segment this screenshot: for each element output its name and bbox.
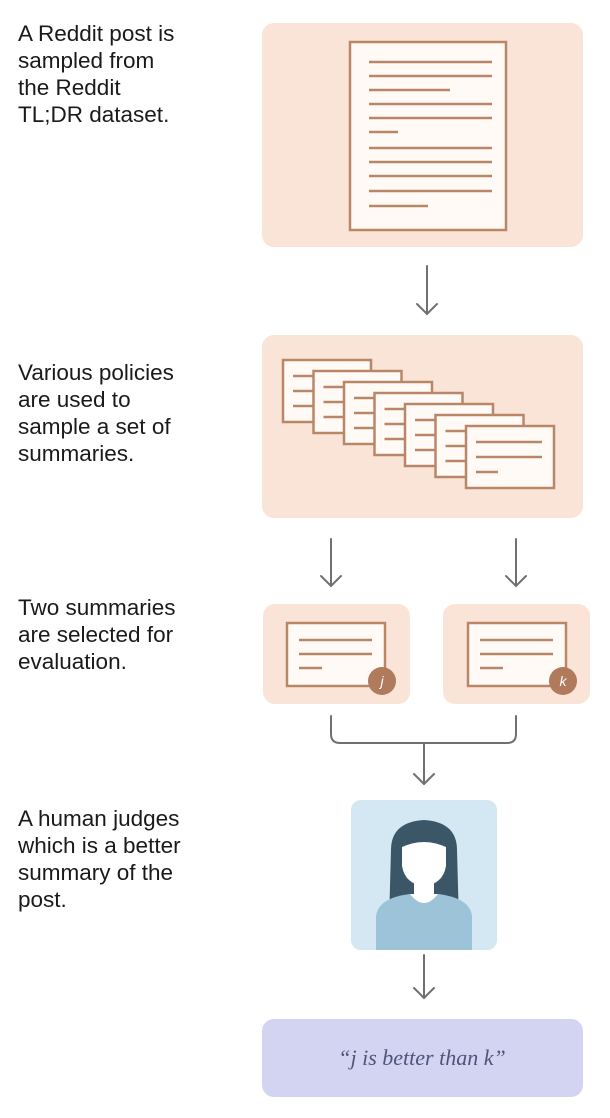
verdict-text: “j is better than k”: [338, 1045, 505, 1070]
human-judge-icon: [376, 820, 472, 950]
merge-bracket-icon: [330, 715, 517, 785]
verdict-panel: [262, 1019, 583, 1097]
badge-k: [549, 667, 577, 695]
step-3-label: Two summaries are selected for evaluatio…: [18, 595, 176, 674]
down-arrow-icon: [416, 265, 438, 316]
badge-j: [368, 667, 396, 695]
step-2-label: Various policies are used to sample a se…: [18, 360, 174, 466]
document-icon: [348, 40, 508, 232]
down-arrow-icon: [320, 538, 527, 588]
badge-j-label: j: [378, 673, 384, 689]
summary-stack-icon: [281, 358, 556, 490]
badge-k-label: k: [560, 673, 568, 689]
summary-k-document: k: [466, 621, 577, 695]
summary-card: [464, 424, 556, 490]
summary-j-document: j: [285, 621, 396, 695]
step-4-label: A human judges which is a better summary…: [18, 806, 181, 912]
step-1-label: A Reddit post is sampled from the Reddit…: [18, 21, 175, 127]
down-arrow-icon: [413, 954, 435, 1000]
